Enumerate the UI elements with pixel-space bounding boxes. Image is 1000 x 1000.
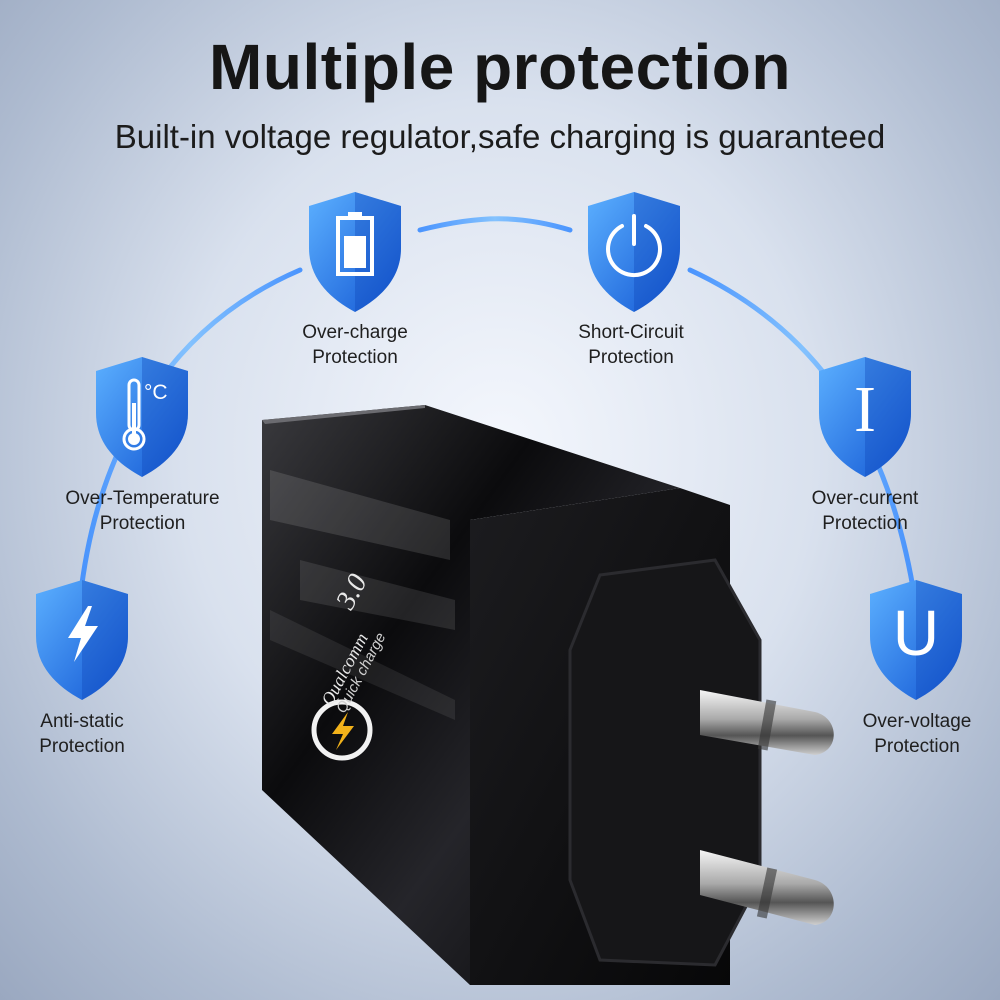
feature-title: Over-current — [811, 488, 919, 509]
shield-icon — [588, 192, 680, 312]
current-i-icon: I — [854, 373, 876, 446]
feature-over-voltage: U — [866, 578, 966, 702]
feature-title: Short-Circuit — [578, 322, 684, 343]
quick-charge-logo — [311, 699, 373, 761]
feature-subtitle: Protection — [312, 347, 398, 368]
feature-title: Over-voltage — [862, 711, 972, 732]
lightning-bolt-icon — [68, 606, 98, 662]
celsius-mark: °C — [144, 381, 168, 404]
shield-icon — [819, 357, 911, 477]
shield-icon — [96, 357, 188, 477]
feature-over-temperature: °C — [92, 355, 192, 479]
feature-short-circuit — [584, 190, 684, 314]
feature-title: Anti-static — [40, 711, 124, 732]
plug-pin-upper — [700, 690, 834, 755]
feature-title: Over-charge — [302, 322, 408, 343]
feature-title: Over-Temperature — [65, 488, 220, 509]
feature-label-anti-static: Anti-static Protection — [7, 709, 157, 759]
feature-subtitle: Protection — [822, 513, 908, 534]
voltage-u-icon: U — [892, 597, 940, 669]
headline: Multiple protection — [209, 31, 791, 103]
subheadline: Built-in voltage regulator,safe charging… — [114, 118, 886, 155]
feature-label-short-circuit: Short-Circuit Protection — [556, 320, 706, 370]
feature-subtitle: Protection — [99, 513, 186, 534]
shield-icon — [870, 580, 962, 700]
battery-icon — [336, 212, 374, 276]
feature-anti-static — [32, 578, 132, 702]
power-icon — [606, 214, 662, 277]
feature-subtitle: Protection — [39, 736, 125, 757]
thermometer-icon — [122, 378, 146, 451]
feature-label-over-current: Over-current Protection — [790, 486, 940, 536]
feature-subtitle: Protection — [588, 347, 674, 368]
feature-subtitle: Protection — [874, 736, 960, 757]
feature-label-over-charge: Over-charge Protection — [280, 320, 430, 370]
feature-over-charge — [305, 190, 405, 314]
feature-label-over-voltage: Over-voltage Protection — [842, 709, 992, 759]
feature-over-current: I — [815, 355, 915, 479]
plug-pin-lower — [700, 850, 834, 925]
feature-label-over-temperature: Over-Temperature Protection — [55, 486, 230, 536]
